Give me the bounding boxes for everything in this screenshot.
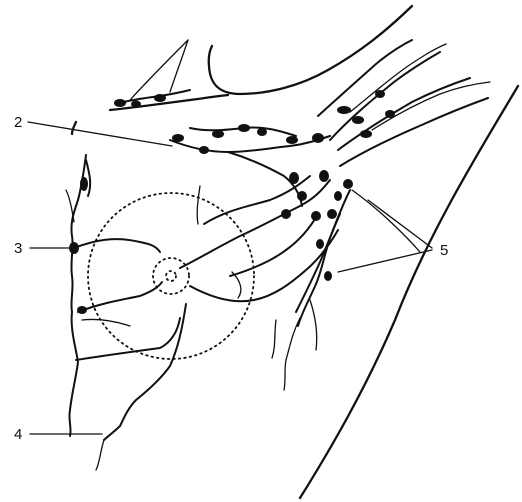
areola-branch-up [197, 186, 200, 224]
medial-vessel-mid [78, 282, 162, 312]
lymph-node [352, 116, 364, 124]
arm-line [300, 86, 518, 498]
axillary-vessel-6 [372, 82, 490, 130]
areola-inner-circle [153, 258, 189, 294]
axilla-fold [352, 190, 420, 252]
pectoral-vessel-1 [170, 136, 330, 152]
lymph-node [316, 239, 324, 249]
lymph-node [375, 90, 385, 98]
lymph-node [286, 136, 298, 144]
parasternal-branch-1 [86, 160, 90, 196]
lymph-node [343, 179, 353, 189]
leader-line-2 [28, 122, 172, 146]
lymph-node [80, 177, 88, 191]
supraclavicular-pointer-1 [130, 40, 188, 100]
axillary-lower-vessel-2 [296, 214, 340, 312]
lymph-node [238, 124, 250, 132]
lateral-vessel-3 [230, 214, 318, 276]
lymph-node [334, 191, 342, 201]
axillary-vessel-2 [338, 78, 470, 150]
label-4: 4 [14, 426, 22, 443]
axillary-lower-vessel-1 [298, 190, 350, 326]
lymph-node [311, 211, 321, 221]
lymph-node [114, 99, 126, 107]
lower-branch [82, 319, 130, 326]
lymph-node [257, 128, 267, 136]
lymph-node [199, 146, 209, 154]
axillary-lower-vessel-5 [272, 320, 276, 358]
lymph-node [289, 172, 299, 184]
label-3: 3 [14, 240, 22, 257]
parasternal-chain [69, 155, 86, 436]
lymph-node [172, 134, 184, 142]
lymph-node [297, 191, 307, 201]
lateral-vessel-lower [190, 230, 338, 301]
lymph-node [327, 209, 337, 219]
lymph-node [385, 110, 395, 118]
label-5: 5 [440, 242, 448, 259]
shoulder-top-line [110, 95, 228, 110]
central-vessel [180, 180, 330, 268]
lymph-node [131, 101, 141, 108]
label-2: 2 [14, 114, 22, 131]
lymph-node [212, 130, 224, 138]
lymph-node [360, 130, 372, 138]
lymph-node [312, 133, 324, 143]
parasternal-branch-2 [66, 190, 74, 222]
lymph-node [77, 306, 87, 314]
body-outline [72, 6, 518, 498]
chest-left-edge [72, 122, 76, 134]
axillary-lower-vessel-4 [310, 300, 317, 350]
lymph-node [154, 94, 166, 102]
axillary-lower-vessel-3 [284, 318, 300, 390]
inferior-vessel [104, 304, 186, 440]
lymph-node [324, 271, 332, 281]
lymph-node [337, 106, 351, 114]
medial-vessel-lower [76, 318, 180, 360]
lymph-node [281, 209, 291, 219]
lymph-node [319, 170, 329, 182]
leader-line-5-upper [368, 200, 432, 248]
lymphatic-vessels [66, 40, 490, 470]
inferior-branch [96, 440, 104, 470]
nipple-circle [166, 271, 176, 281]
supraclavicular-pointer-2 [170, 40, 188, 92]
shoulder-line [209, 6, 412, 94]
medial-vessel-upper [74, 239, 160, 252]
